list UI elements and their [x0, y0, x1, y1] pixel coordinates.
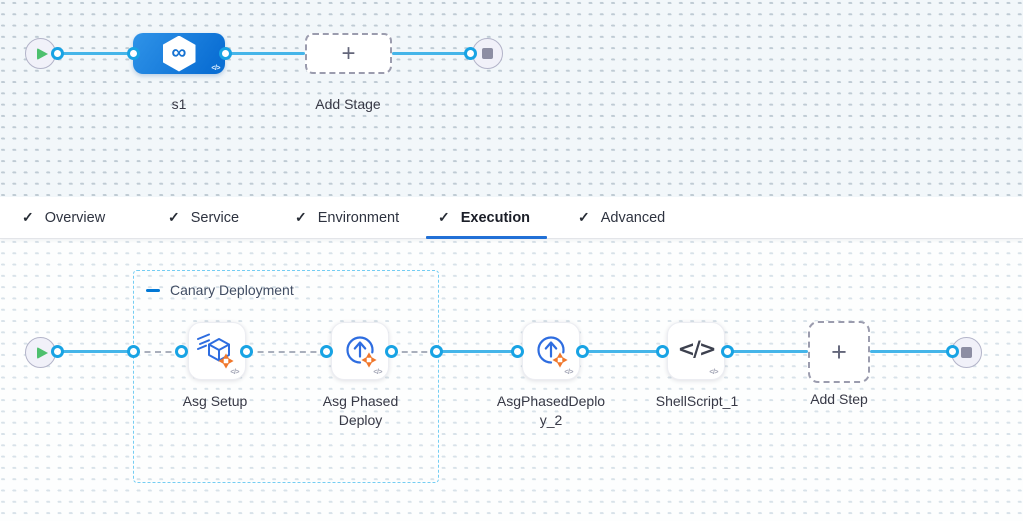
step-out-port[interactable]: [240, 345, 253, 358]
connector-line: [225, 52, 305, 55]
step-out-port[interactable]: [576, 345, 589, 358]
check-icon: ✓: [438, 209, 450, 225]
end-node-in-port[interactable]: [946, 345, 959, 358]
step-in-port[interactable]: [511, 345, 524, 358]
end-node-in-port[interactable]: [464, 47, 477, 60]
step-in-port[interactable]: [175, 345, 188, 358]
step-card-asg-phased-deploy[interactable]: </>: [331, 322, 389, 380]
tab-label: Service: [190, 209, 240, 226]
stop-icon: [961, 347, 972, 358]
step-group-canary-deployment[interactable]: [133, 270, 439, 483]
step-group-header: Canary Deployment: [146, 282, 294, 298]
connector-line: [583, 350, 663, 353]
tab-execution[interactable]: ✓ Execution: [438, 197, 530, 238]
add-step-button[interactable]: +: [808, 321, 870, 383]
add-stage-label: Add Stage: [315, 96, 381, 112]
tab-label: Environment: [317, 209, 400, 226]
step-out-port[interactable]: [385, 345, 398, 358]
tab-environment[interactable]: ✓ Environment: [295, 197, 399, 238]
step-label: Asg Phased Deploy: [322, 393, 399, 428]
play-icon: [36, 346, 48, 359]
check-icon: ✓: [168, 209, 180, 225]
dashed-connector-line: [392, 351, 437, 353]
add-step-label: Add Step: [810, 391, 868, 407]
step-group-label: Canary Deployment: [170, 282, 294, 298]
check-icon: ✓: [22, 209, 34, 225]
step-label: ShellScript_1: [655, 393, 739, 409]
collapse-group-icon[interactable]: [146, 288, 160, 292]
stage-code-badge-icon: </>: [211, 65, 220, 72]
tab-overview[interactable]: ✓ Overview: [22, 197, 105, 238]
code-badge-icon: </>: [709, 369, 718, 376]
asg-setup-icon: [197, 333, 234, 369]
dashed-connector-line: [134, 351, 182, 353]
tab-advanced[interactable]: ✓ Advanced: [578, 197, 665, 238]
plus-icon: +: [831, 336, 847, 367]
tab-label: Execution: [460, 209, 531, 226]
tab-label: Advanced: [600, 209, 666, 226]
code-badge-icon: </>: [564, 369, 573, 376]
plus-icon: +: [341, 39, 356, 67]
pipeline-end-node[interactable]: [472, 38, 503, 69]
step-card-shellscript-1[interactable]: </> </>: [667, 322, 725, 380]
stage-in-port[interactable]: [127, 47, 140, 60]
tab-service[interactable]: ✓ Service: [168, 197, 239, 238]
asg-phased-deploy-icon: [537, 336, 568, 368]
step-in-port[interactable]: [656, 345, 669, 358]
step-out-port[interactable]: [721, 345, 734, 358]
step-card-asg-phased-deploy-2[interactable]: </>: [522, 322, 580, 380]
step-card-asg-setup[interactable]: </>: [188, 322, 246, 380]
connector-line: [870, 350, 953, 353]
add-stage-button[interactable]: +: [305, 33, 392, 74]
check-icon: ✓: [295, 209, 307, 225]
connector-line: [437, 350, 518, 353]
stage-canvas[interactable]: ∞ </> + s1 Add Stage: [0, 0, 1023, 197]
connector-line: [728, 350, 808, 353]
pipeline-start-node[interactable]: [25, 38, 56, 69]
stop-icon: [482, 48, 493, 59]
step-in-port[interactable]: [320, 345, 333, 358]
start-node-out-port[interactable]: [51, 47, 64, 60]
step-label: AsgPhasedDeploy_2: [496, 393, 606, 428]
stage-config-tabbar: ✓ Overview ✓ Service ✓ Environment ✓ Exe…: [0, 197, 1023, 239]
code-badge-icon: </>: [230, 369, 239, 376]
code-badge-icon: </>: [373, 369, 382, 376]
stage-name-label: s1: [171, 96, 187, 112]
group-out-port[interactable]: [430, 345, 443, 358]
stage-node-s1[interactable]: ∞ </>: [133, 33, 225, 74]
connector-line: [57, 52, 133, 55]
dashed-connector-line: [247, 351, 327, 353]
connector-line: [58, 350, 134, 353]
stage-out-port[interactable]: [219, 47, 232, 60]
asg-phased-deploy-icon: [346, 336, 377, 368]
active-tab-underline: [426, 236, 547, 239]
step-label: Asg Setup: [182, 393, 248, 409]
start-node-out-port[interactable]: [51, 345, 64, 358]
play-icon: [36, 47, 48, 60]
tab-label: Overview: [44, 209, 106, 226]
shell-script-icon: </>: [677, 337, 717, 361]
connector-line: [392, 52, 470, 55]
group-in-port[interactable]: [127, 345, 140, 358]
execution-start-node[interactable]: [25, 337, 56, 368]
check-icon: ✓: [578, 209, 590, 225]
cd-stage-icon: ∞: [162, 35, 196, 72]
